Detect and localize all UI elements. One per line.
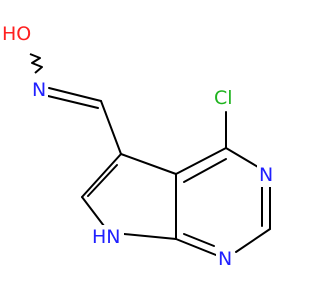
bond-c4a-c5 (120, 153, 177, 175)
bond-c4a-c4-double (183, 158, 227, 183)
bond-n-ch (48, 87, 102, 102)
bond-c4-n3 (225, 147, 259, 168)
bond-layer (29, 53, 271, 256)
bond-n-ch-double (47, 95, 99, 109)
bond-n1-c7a (175, 238, 217, 256)
bond-c2-n1 (235, 228, 271, 253)
bond-c5-c6-double (87, 164, 118, 197)
bond-n7-c7a (123, 233, 177, 240)
molecule-structure-diagram: HO N Cl N N HN (0, 22, 275, 271)
ring-n3-label: N (259, 164, 273, 186)
wavy-bond-o-n (29, 53, 43, 74)
bond-ch-c5 (100, 100, 122, 155)
atom-layer: HO N Cl N N HN (0, 22, 275, 271)
chlorine-label: Cl (214, 87, 233, 109)
pyrrole-nh-label: HN (92, 226, 121, 248)
oxime-nitrogen-label: N (32, 79, 46, 101)
hydroxyl-label: HO (2, 23, 31, 45)
bond-n1-c7a-double (183, 233, 215, 247)
bond-c4a-c4 (175, 147, 227, 175)
ring-n1-label: N (218, 248, 232, 270)
bond-c5-c6 (81, 153, 122, 198)
bond-c6-n7 (81, 196, 105, 227)
